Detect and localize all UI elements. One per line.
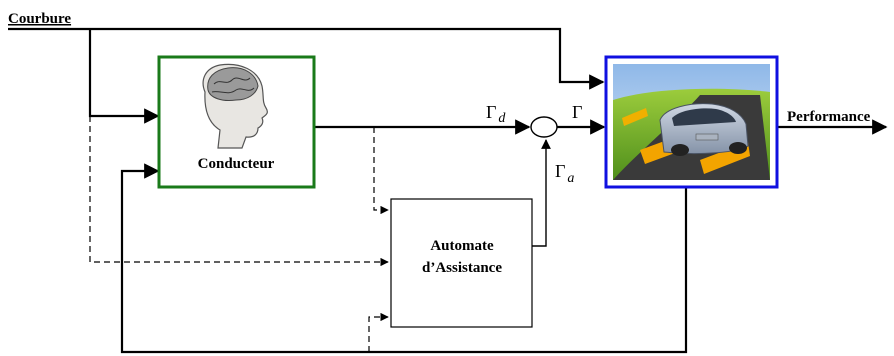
summing-junction: [531, 117, 557, 137]
feedback-dashed-feed: [369, 317, 388, 352]
car-on-road-image: [613, 64, 770, 180]
assistance-label-line1: Automate: [430, 238, 494, 254]
gamma-label: Γ: [572, 102, 582, 122]
performance-label: Performance: [787, 109, 871, 125]
assist-torque-line: [532, 140, 546, 246]
driver-torque-dashed-feed: [374, 127, 388, 210]
driver-block-label: Conducteur: [198, 156, 275, 172]
vehicle-block: [606, 57, 777, 187]
driver-block: Conducteur: [159, 57, 314, 187]
assistance-block: Automate d’Assistance: [391, 199, 532, 327]
curvature-label: Courbure: [8, 11, 71, 27]
assistance-label-line2: d’Assistance: [422, 260, 502, 276]
